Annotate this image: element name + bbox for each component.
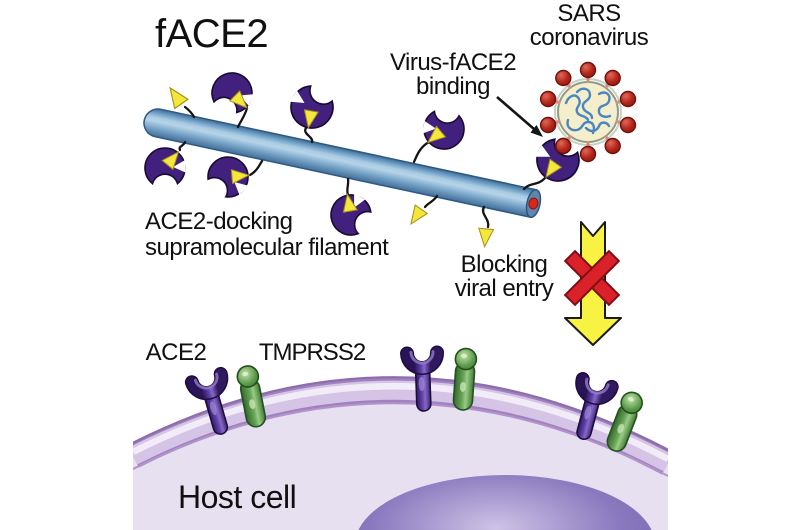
binding-label-line1: Virus-fACE2 xyxy=(389,49,517,76)
virus-rna xyxy=(564,87,612,135)
docking-triangle xyxy=(404,204,428,229)
blocking-label-line1: Blocking xyxy=(460,251,548,278)
supramolecular-filament-rod xyxy=(143,108,542,219)
docking-triangle xyxy=(476,227,495,248)
virus-bound-face2-unit xyxy=(527,133,586,190)
red-x-icon xyxy=(563,249,621,307)
filament-end-dot xyxy=(528,197,539,210)
virus-face2-binding-label: Virus-fACE2 binding xyxy=(383,49,523,101)
tmprss2-receptor-label: TMPRSS2 xyxy=(258,339,366,366)
sars-label-line1: SARS xyxy=(557,0,621,27)
face2-label: fACE2 xyxy=(155,12,269,56)
filament-label-line2: supramolecular filament xyxy=(145,234,389,262)
host-cell-label: Host cell xyxy=(178,479,297,515)
binding-arrow xyxy=(496,96,543,137)
binding-label-line2: binding xyxy=(416,73,490,101)
ace2-receptor-label: ACE2 xyxy=(145,339,207,366)
filament-label: ACE2-docking supramolecular filament xyxy=(145,208,389,262)
nucleus xyxy=(358,475,652,530)
blocking-label-line2: viral entry xyxy=(454,275,554,303)
sars-label-line2: coronavirus xyxy=(529,24,649,52)
blocking-viral-entry-label: Blocking viral entry xyxy=(445,251,563,303)
sars-coronavirus-label: SARS coronavirus xyxy=(503,0,675,52)
peptide-linkers xyxy=(178,105,547,229)
bound-spike-head xyxy=(555,137,572,155)
docking-triangle xyxy=(162,82,189,110)
filament-label-line1: ACE2-docking xyxy=(145,208,293,235)
